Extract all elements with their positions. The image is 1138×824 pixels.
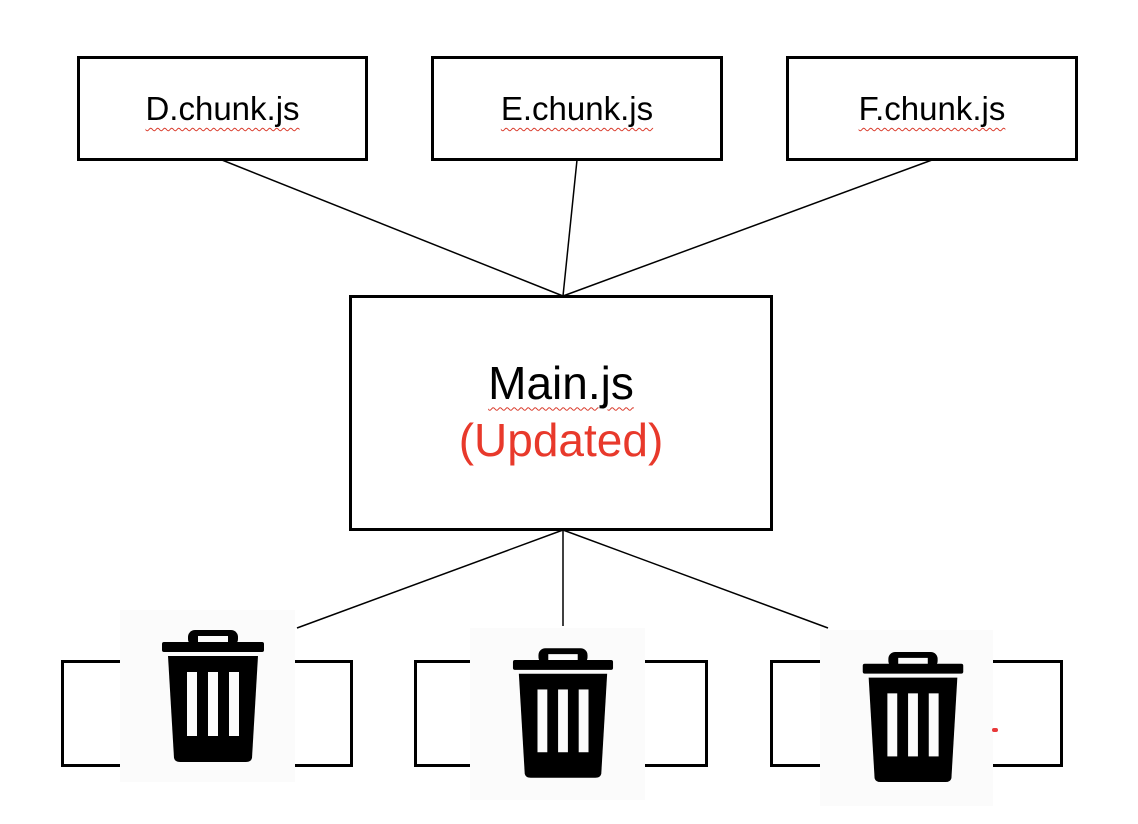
connector-d-to-main [221,159,564,297]
chunk-box-e: E.chunk.js [431,56,723,161]
trash-can-icon [512,648,614,778]
chunk-label-e: E.chunk.js [500,90,654,127]
connector-main-to-right [562,529,829,629]
trash-can-icon [862,651,964,783]
connector-f-to-main [562,159,933,297]
chunk-label-f: F.chunk.js [858,90,1006,127]
chunk-box-f: F.chunk.js [786,56,1078,161]
chunk-box-d: D.chunk.js [77,56,368,161]
main-box: Main.js (Updated) [349,295,773,531]
main-status: (Updated) [458,413,664,466]
connector-main-to-left [296,529,564,629]
main-label: Main.js [488,356,634,409]
red-mark [992,728,998,732]
chunk-label-d: D.chunk.js [145,90,300,127]
connector-e-to-main [562,159,578,297]
trash-can-icon [162,630,264,762]
